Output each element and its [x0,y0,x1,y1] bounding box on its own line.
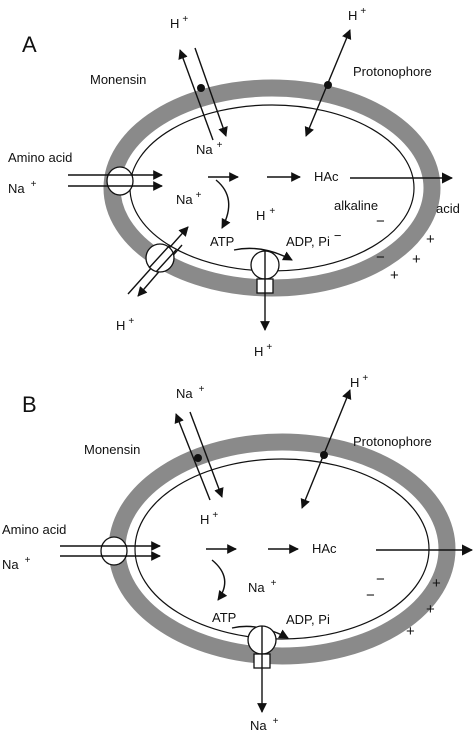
plus-sign-a-3: + [390,267,399,284]
amino-acid-label-b: Amino acid [2,522,66,537]
minus-sign-b-1: − [376,571,385,588]
protonophore-a [304,29,352,137]
monensin-b [174,411,224,501]
na-top-left-b: Na+ [176,384,205,401]
na-inside-a: Na+ [196,140,223,157]
plus-sign-a-1: + [426,231,435,248]
minus-sign-a-1: − [376,213,385,230]
atp-label-a: ATP [210,234,234,249]
h-antiporter-a [127,226,189,297]
monensin-a [178,47,228,141]
hac-label-b: HAc [312,541,337,556]
monensin-label-b: Monensin [84,442,140,457]
na-out-a: Na+ [8,179,37,196]
plus-sign-b-1: + [432,575,441,592]
symporter-a [68,166,163,196]
panel-b-label: B [22,392,37,417]
acid-label-a: acid [436,201,460,216]
protonophore-label-b: Protonophore [353,434,432,449]
na-out-b: Na+ [2,555,31,572]
adp-pi-label-b: ADP, Pi [286,612,330,627]
h-top-right-a: H+ [348,6,366,23]
na-inside-b: Na+ [248,578,277,595]
adp-pi-label-a: ADP, Pi− [286,228,341,249]
atp-label-b: ATP [212,610,236,625]
protonophore-b [300,389,352,509]
amino-acid-label-a: Amino acid [8,150,72,165]
atpase-a [233,247,293,331]
hac-label-a: HAc [314,169,339,184]
h-inside-monensin-b: H+ [200,510,218,527]
cytoplasm-a [129,104,415,272]
na-to-atp-arrow-a [215,179,231,229]
h-lower-left-a: H+ [116,316,134,333]
symporter-b [60,536,161,566]
h-inside-a: H+ [256,206,275,223]
protonophore-label-a: Protonophore [353,64,432,79]
panel-b: B Monensin Na+ H+ Protonophore H+ Ami [2,373,474,733]
na-symport-a: Na+ [176,190,202,207]
h-bottom-a: H+ [254,342,272,359]
na-bottom-b: Na+ [250,716,279,733]
h-top-left-a: H+ [170,14,188,31]
plus-sign-b-3: + [406,623,415,640]
plus-sign-b-2: + [426,601,435,618]
plus-sign-a-2: + [412,251,421,268]
na-to-atp-arrow-b [211,559,228,601]
minus-sign-a-2: − [376,249,385,266]
minus-sign-b-2: − [366,587,375,604]
alkaline-label-a: alkaline [334,198,378,213]
h-top-right-b: H+ [350,373,368,390]
panel-a: A Monensin H+ Na+ Protonophore H+ Ami [8,6,460,359]
panel-a-label: A [22,32,37,57]
monensin-label-a: Monensin [90,72,146,87]
atpase-b [231,625,289,713]
